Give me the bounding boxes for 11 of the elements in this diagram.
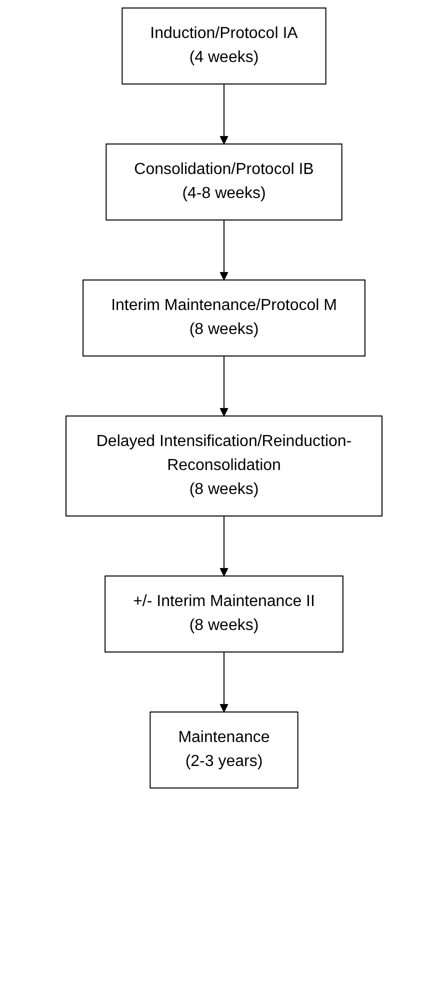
- arrow: [220, 220, 228, 280]
- arrow: [220, 84, 228, 144]
- arrow: [220, 516, 228, 576]
- arrow: [220, 652, 228, 712]
- node-box: Interim Maintenance/Protocol M (8 weeks): [82, 280, 366, 356]
- node-box: Maintenance (2-3 years): [150, 712, 298, 788]
- node-box: Consolidation/Protocol IB (4-8 weeks): [106, 144, 342, 220]
- node-box: Induction/Protocol IA (4 weeks): [122, 8, 326, 84]
- arrow: [220, 356, 228, 416]
- node-box: Delayed Intensification/Reinduction-Reconsolidation (8 weeks): [66, 416, 382, 516]
- node-box: +/- Interim Maintenance II (8 weeks): [104, 576, 344, 652]
